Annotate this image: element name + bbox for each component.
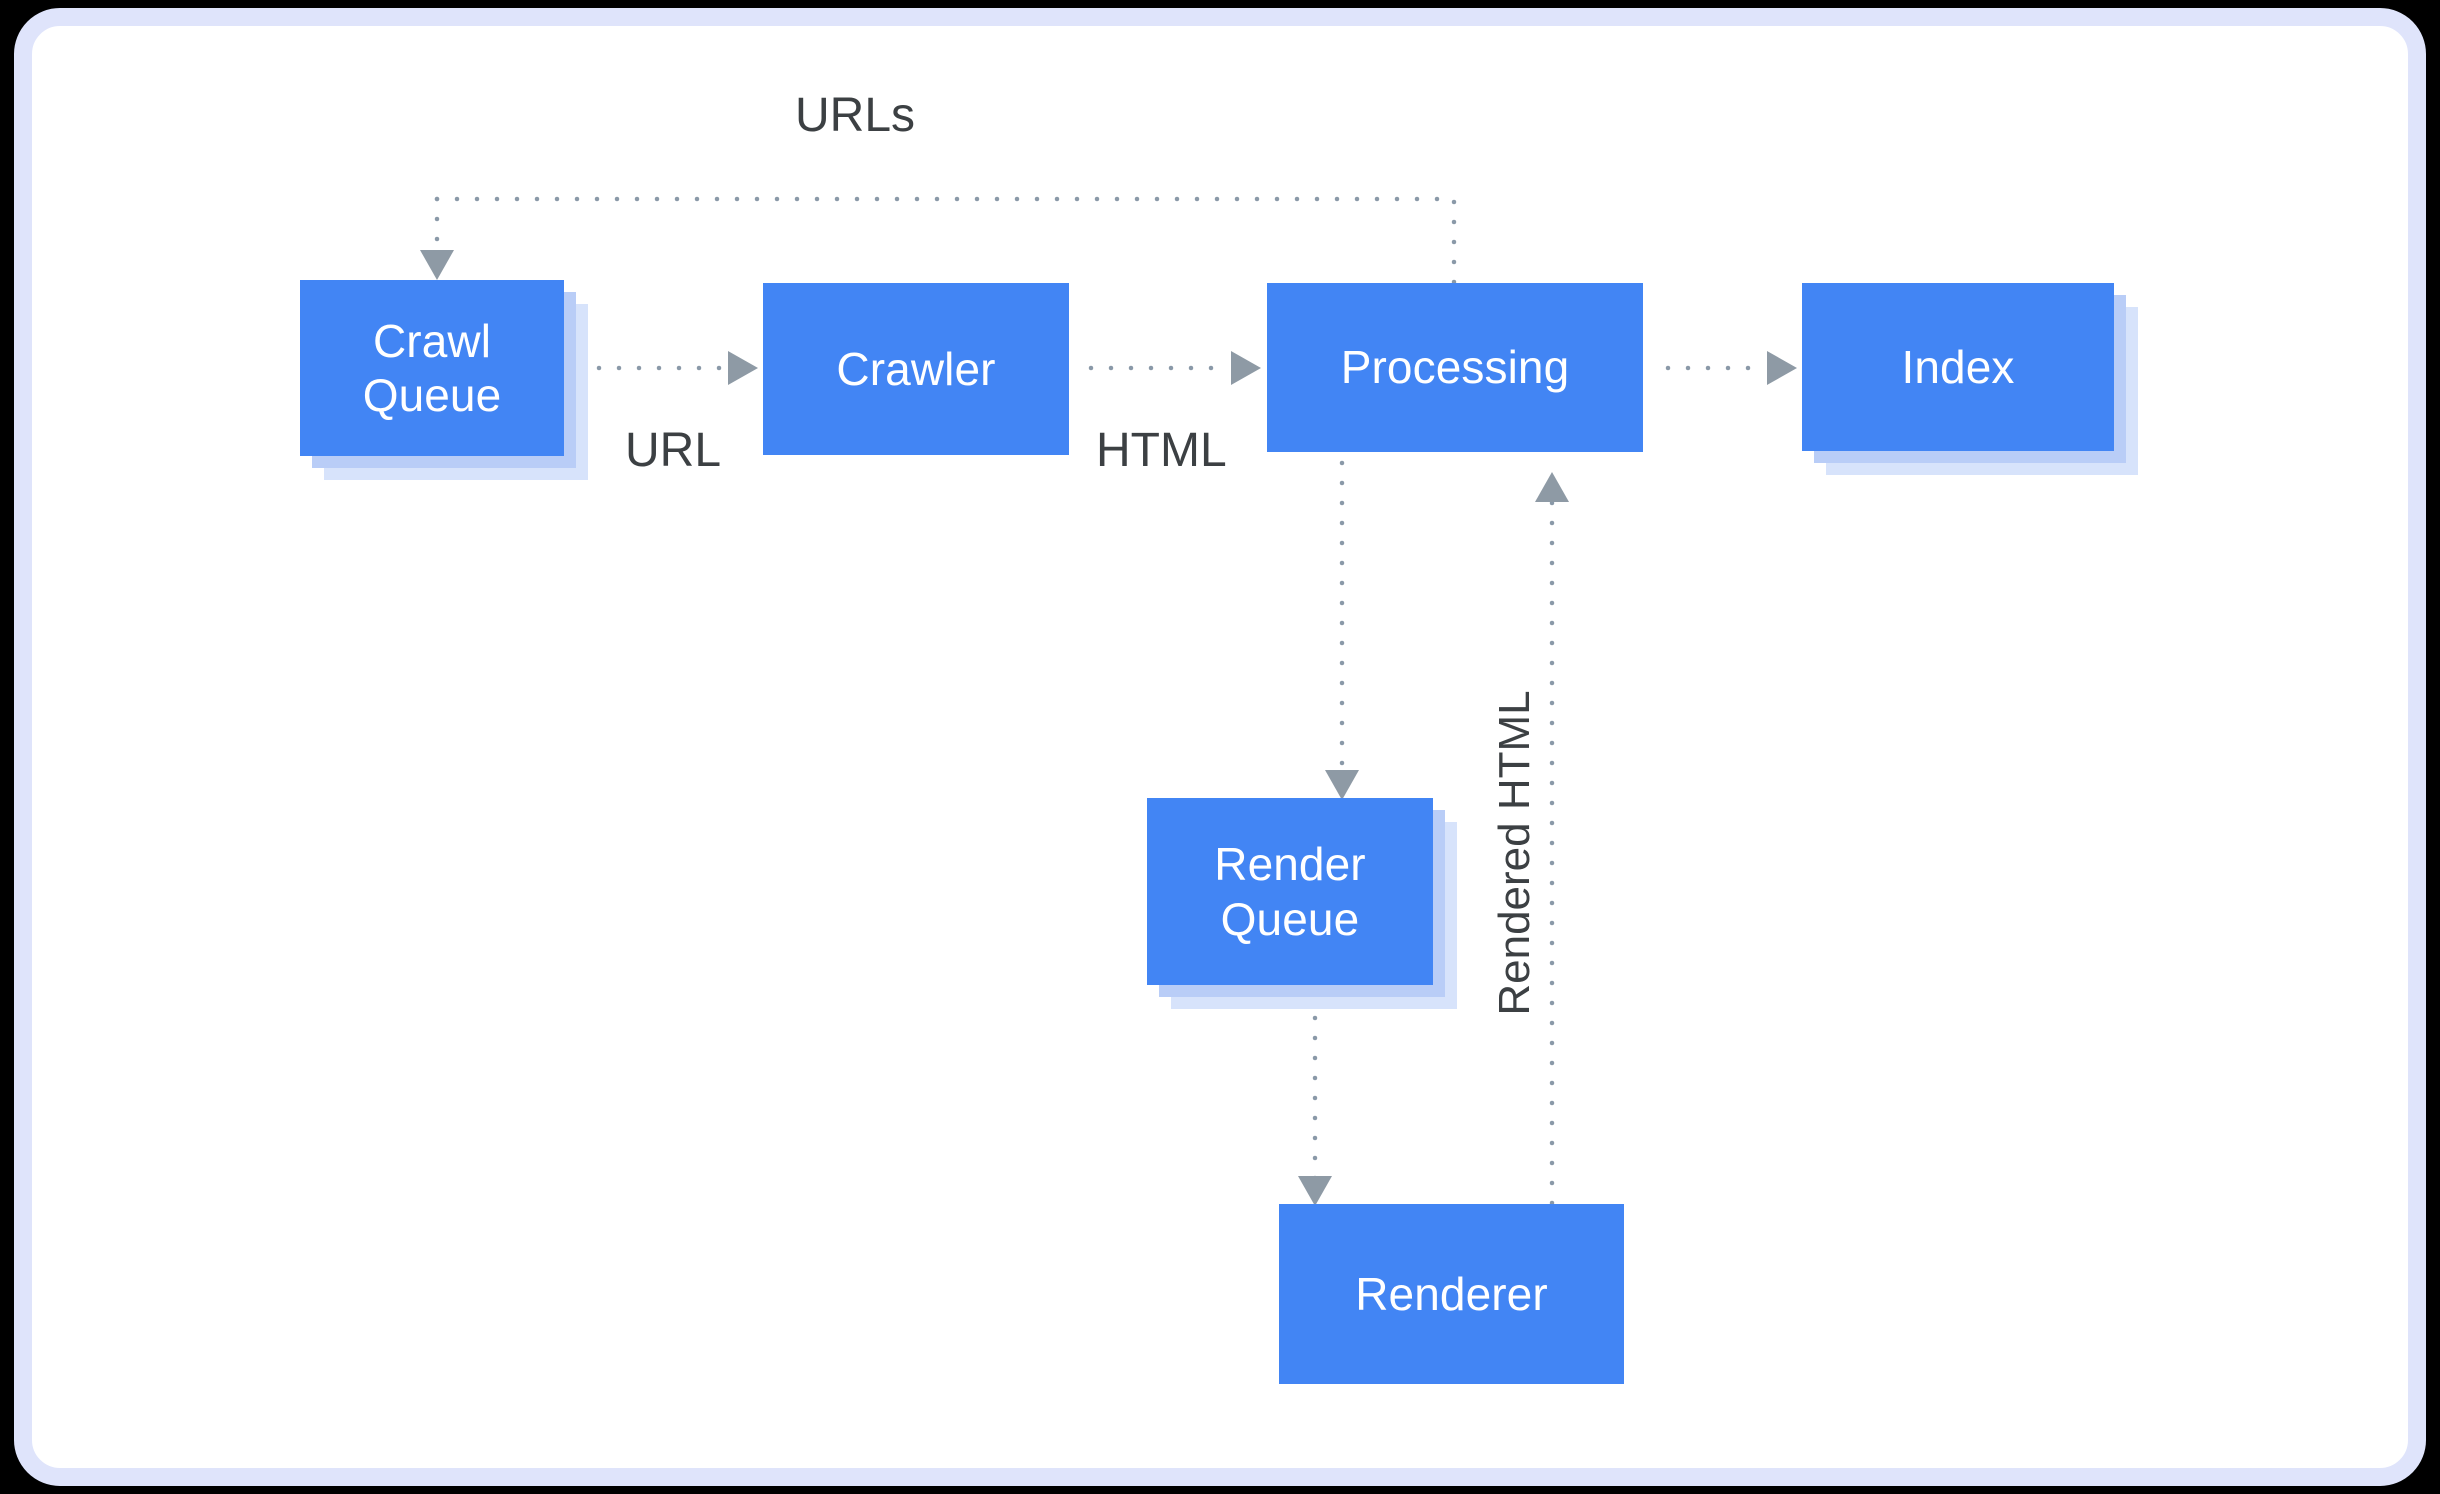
node-render-queue[interactable]: Render Queue [1147,798,1433,985]
edge-html-segment [1088,365,1228,371]
edge-rendered-html-segment [1549,500,1555,1204]
diagram-card-frame [14,8,2426,1486]
edge-render-queue-to-renderer-segment [1312,1015,1318,1187]
edge-processing-to-render-queue-segment [1339,460,1345,780]
edge-processing-to-index-segment [1665,365,1765,371]
node-crawler[interactable]: Crawler [763,283,1069,455]
edge-processing-to-render-queue-arrowhead [1325,770,1359,800]
edge-html-arrowhead [1231,351,1261,385]
edge-label-urls: URLs [795,89,916,142]
edge-urls-riser-segment [1451,199,1457,283]
edge-urls-horizontal-segment [434,196,1454,202]
edge-url-arrowhead [728,351,758,385]
edge-urls-drop-segment [434,196,440,254]
node-processing[interactable]: Processing [1267,283,1643,452]
node-index[interactable]: Index [1802,283,2114,451]
edge-label-url: URL [625,424,722,477]
edge-rendered-html-arrowhead [1535,472,1569,502]
edge-render-queue-to-renderer-arrowhead [1298,1176,1332,1206]
edge-urls-arrowhead [420,250,454,280]
node-renderer[interactable]: Renderer [1279,1204,1624,1384]
node-crawl-queue[interactable]: Crawl Queue [300,280,564,456]
edge-processing-to-index-arrowhead [1767,351,1797,385]
edge-label-html: HTML [1096,424,1227,477]
edge-url-segment [596,365,726,371]
edge-label-rendered-html: Rendered HTML [1490,690,1539,1016]
